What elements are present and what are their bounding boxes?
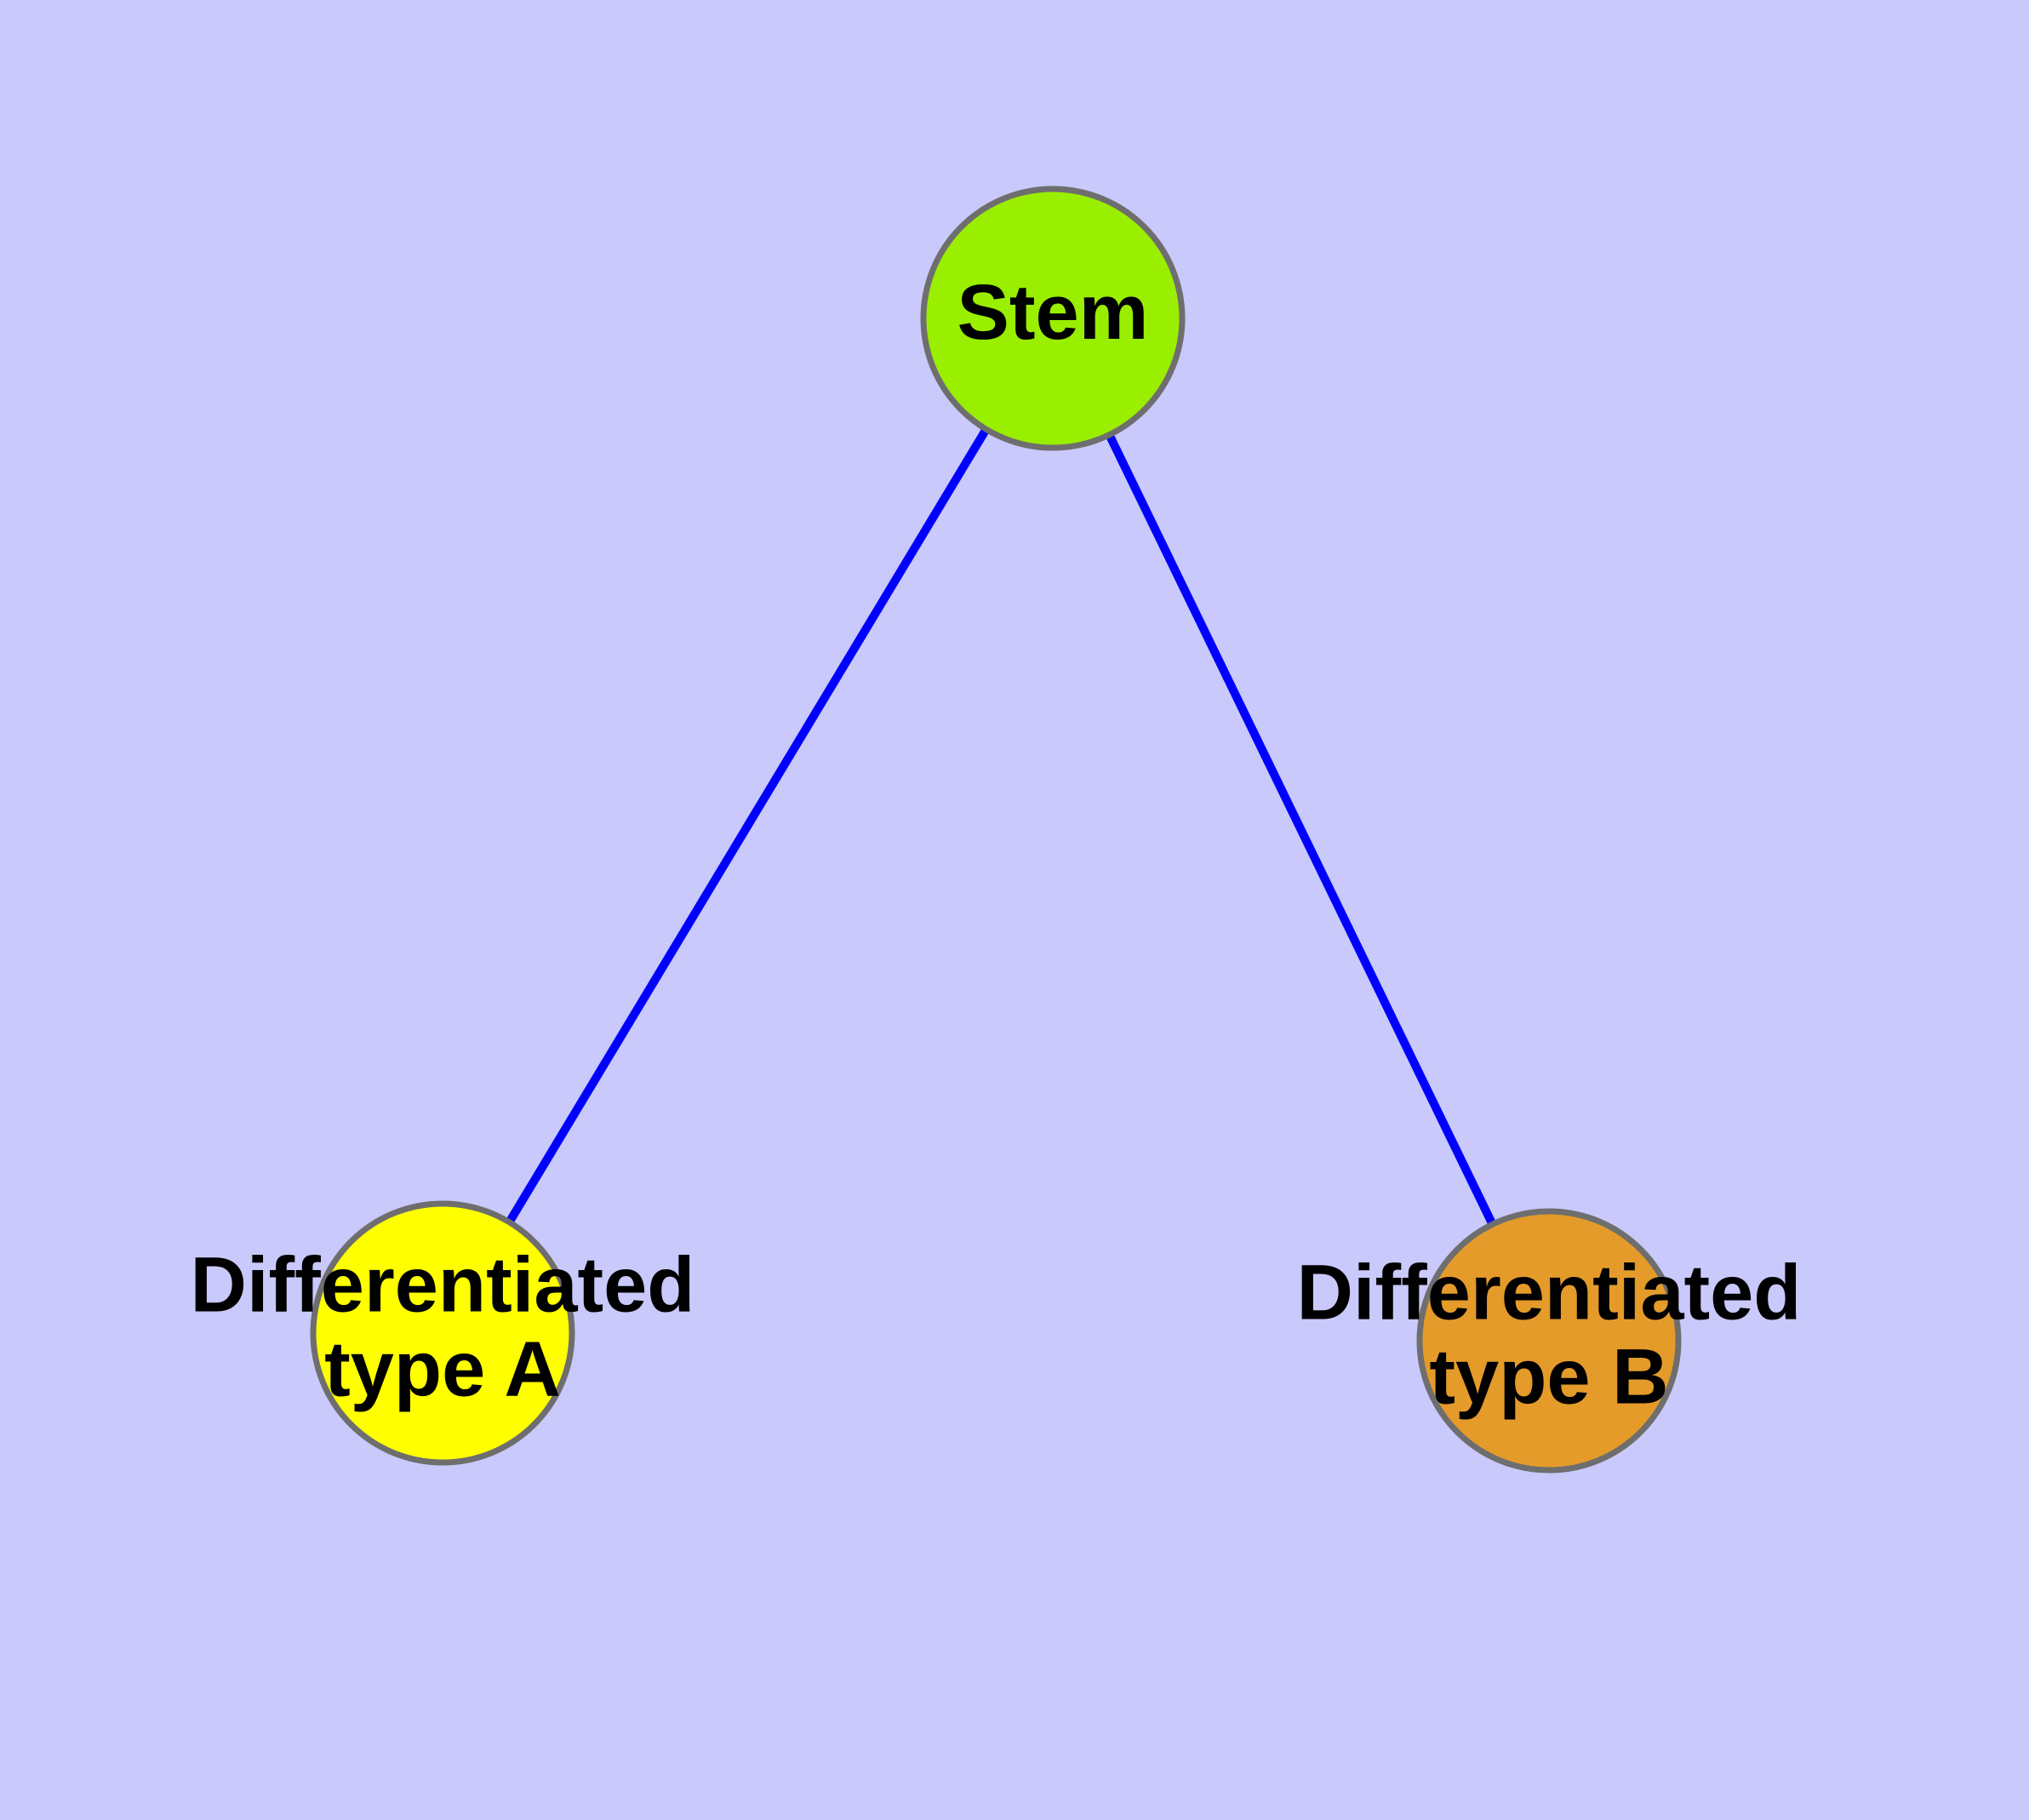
edge-stem-to-differentiated-a[interactable] [438, 316, 1057, 1336]
node-stem[interactable] [920, 186, 1186, 451]
node-differentiated-type-b[interactable] [1416, 1208, 1682, 1474]
edge-stem-to-differentiated-b[interactable] [1049, 316, 1553, 1343]
node-differentiated-type-a-circle[interactable] [310, 1200, 575, 1466]
node-differentiated-type-b-circle[interactable] [1416, 1208, 1682, 1474]
nodes-layer [310, 186, 1682, 1474]
node-stem-label: Stem [957, 269, 1149, 356]
node-differentiated-type-a[interactable] [310, 1200, 575, 1466]
edges-layer [438, 316, 1553, 1343]
node-stem-circle[interactable] [920, 186, 1186, 451]
